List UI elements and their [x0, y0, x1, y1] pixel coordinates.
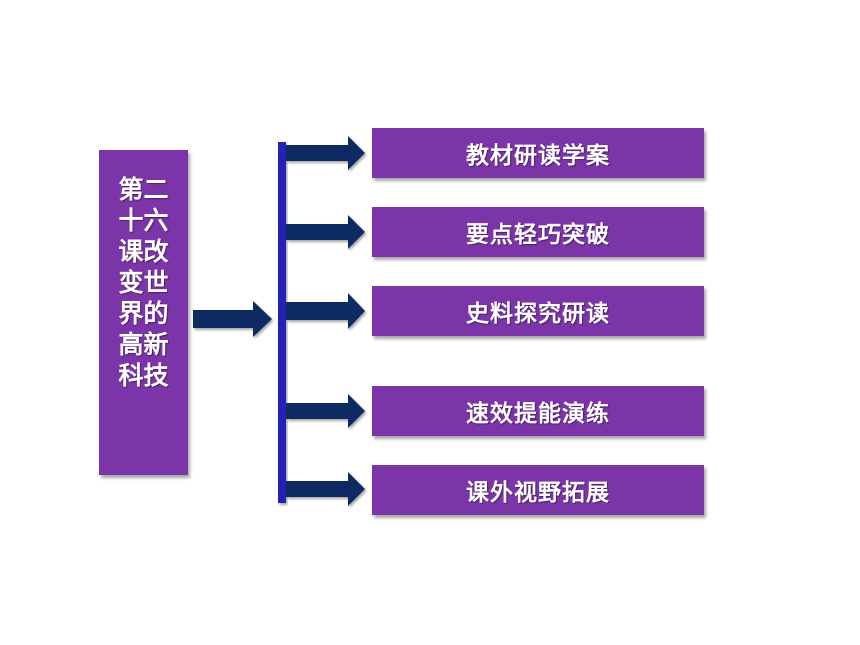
- branch-arrow-2: [286, 215, 365, 249]
- item-box-extended-reading[interactable]: 课外视野拓展: [372, 465, 704, 515]
- branch-arrow-3: [286, 293, 365, 329]
- item-label: 速效提能演练: [466, 401, 610, 427]
- vertical-bracket-bar: [278, 142, 286, 503]
- item-label: 史料探究研读: [466, 301, 610, 327]
- item-label: 教材研读学案: [466, 143, 610, 169]
- branch-arrow-4: [286, 394, 365, 428]
- item-label: 课外视野拓展: [466, 480, 610, 506]
- main-arrow: [193, 301, 272, 337]
- item-box-textbook-study[interactable]: 教材研读学案: [372, 128, 704, 178]
- item-box-historical-sources[interactable]: 史料探究研读: [372, 286, 704, 336]
- item-box-practice-drills[interactable]: 速效提能演练: [372, 386, 704, 436]
- lesson-title-box: 第二十六课改变世界的高新科技: [99, 150, 188, 475]
- item-box-key-points[interactable]: 要点轻巧突破: [372, 207, 704, 257]
- branch-arrow-5: [286, 472, 365, 506]
- branch-arrow-1: [286, 136, 365, 170]
- item-label: 要点轻巧突破: [466, 222, 610, 248]
- lesson-title: 第二十六课改变世界的高新科技: [118, 175, 169, 390]
